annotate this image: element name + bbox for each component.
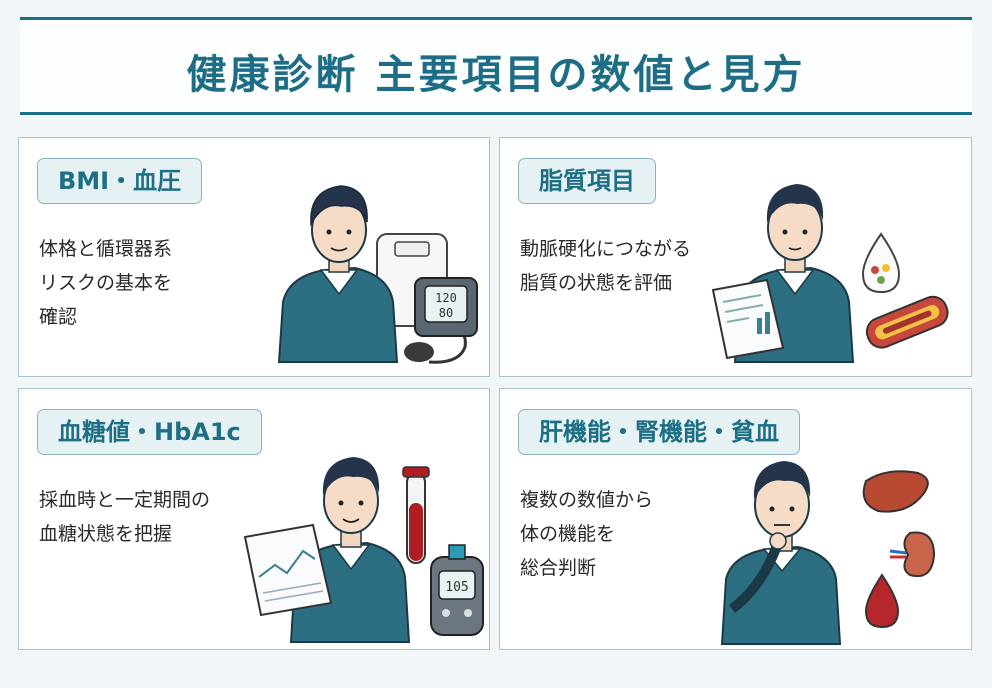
desc-line: 採血時と一定期間の: [39, 489, 211, 511]
page-title: 健康診断 主要項目の数値と見方: [186, 52, 806, 98]
thinking-man-organs-illustration: [720, 461, 936, 645]
desc-line: 確認: [39, 306, 78, 328]
card-lipids: 脂質項目 動脈硬化につながる 脂質の状態を評価: [499, 137, 972, 377]
desc-line: リスクの基本を: [39, 272, 173, 294]
meter-value: 105: [445, 580, 468, 595]
desc-line: 脂質の状態を評価: [520, 272, 673, 294]
card-bmi-blood-pressure: BMI・血圧 体格と循環器系 リスクの基本を 確認 120 80: [18, 137, 490, 377]
card-description: 体格と循環器系 リスクの基本を 確認: [39, 232, 172, 334]
desc-line: 体の機能を: [520, 523, 616, 545]
man-with-glucose-meter-illustration: 105: [243, 457, 484, 643]
desc-line: 体格と循環器系: [39, 238, 173, 260]
card-organ-function: 肝機能・腎機能・貧血 複数の数値から 体の機能を 総合判断: [499, 388, 972, 650]
card-tag: 血糖値・HbA1c: [37, 409, 262, 455]
desc-line: 総合判断: [520, 557, 597, 579]
monitor-bottom-value: 80: [439, 306, 453, 320]
card-description: 採血時と一定期間の 血糖状態を把握: [39, 483, 210, 551]
title-band: 健康診断 主要項目の数値と見方: [20, 17, 972, 115]
man-with-scale-illustration: 120 80: [277, 185, 478, 364]
card-tag: 脂質項目: [518, 158, 656, 204]
man-with-report-illustration: [711, 184, 949, 363]
monitor-top-value: 120: [435, 291, 457, 305]
card-description: 動脈硬化につながる 脂質の状態を評価: [520, 232, 691, 300]
desc-line: 複数の数値から: [520, 489, 654, 511]
desc-line: 血糖状態を把握: [39, 523, 173, 545]
card-blood-sugar: 血糖値・HbA1c 採血時と一定期間の 血糖状態を把握 105: [18, 388, 490, 650]
card-tag: BMI・血圧: [37, 158, 203, 204]
card-description: 複数の数値から 体の機能を 総合判断: [520, 483, 653, 585]
desc-line: 動脈硬化につながる: [520, 238, 692, 260]
card-tag: 肝機能・腎機能・貧血: [518, 409, 800, 455]
